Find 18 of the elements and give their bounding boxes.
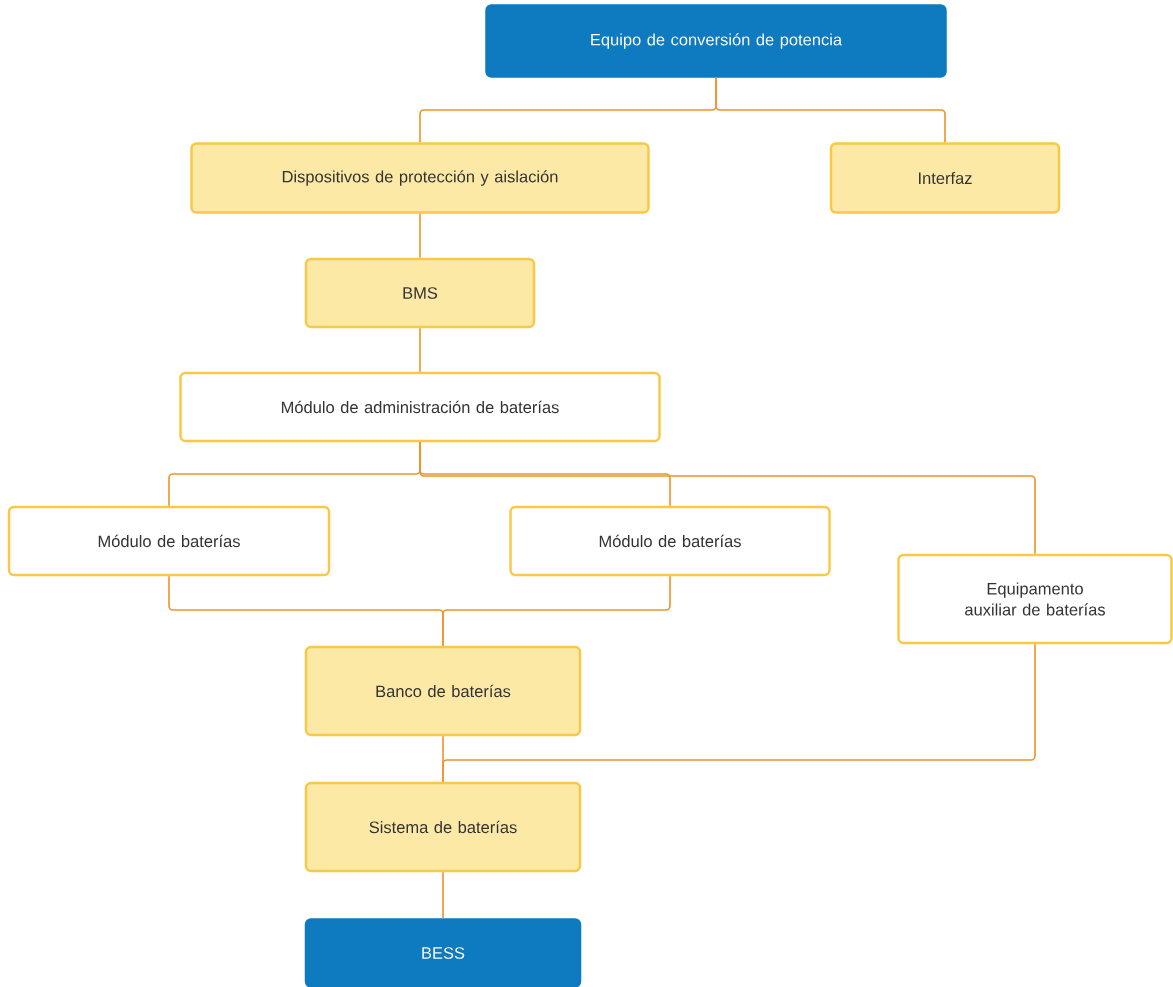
connector-line	[442, 871, 444, 920]
connector-line	[419, 441, 1036, 555]
process-box: Dispositivos de protección y aislación	[190, 142, 650, 214]
connector-line	[419, 212, 421, 259]
process-box: Módulo de baterías	[509, 505, 831, 577]
process-box: Equipamento auxiliar de baterías	[897, 553, 1173, 645]
connector-line	[419, 327, 421, 373]
title-box: Equipo de conversión de potencia	[485, 4, 947, 78]
title-box: BESS	[304, 918, 582, 987]
connector-line	[442, 643, 1036, 783]
process-box: Interfaz	[829, 142, 1061, 214]
connector-line	[715, 76, 946, 144]
connector-line	[442, 575, 671, 647]
process-box: Módulo de baterías	[7, 505, 331, 577]
process-box: Banco de baterías	[304, 645, 582, 737]
process-box: Módulo de administración de baterías	[179, 371, 661, 443]
process-box: Sistema de baterías	[304, 781, 582, 873]
process-box: BMS	[304, 257, 536, 329]
